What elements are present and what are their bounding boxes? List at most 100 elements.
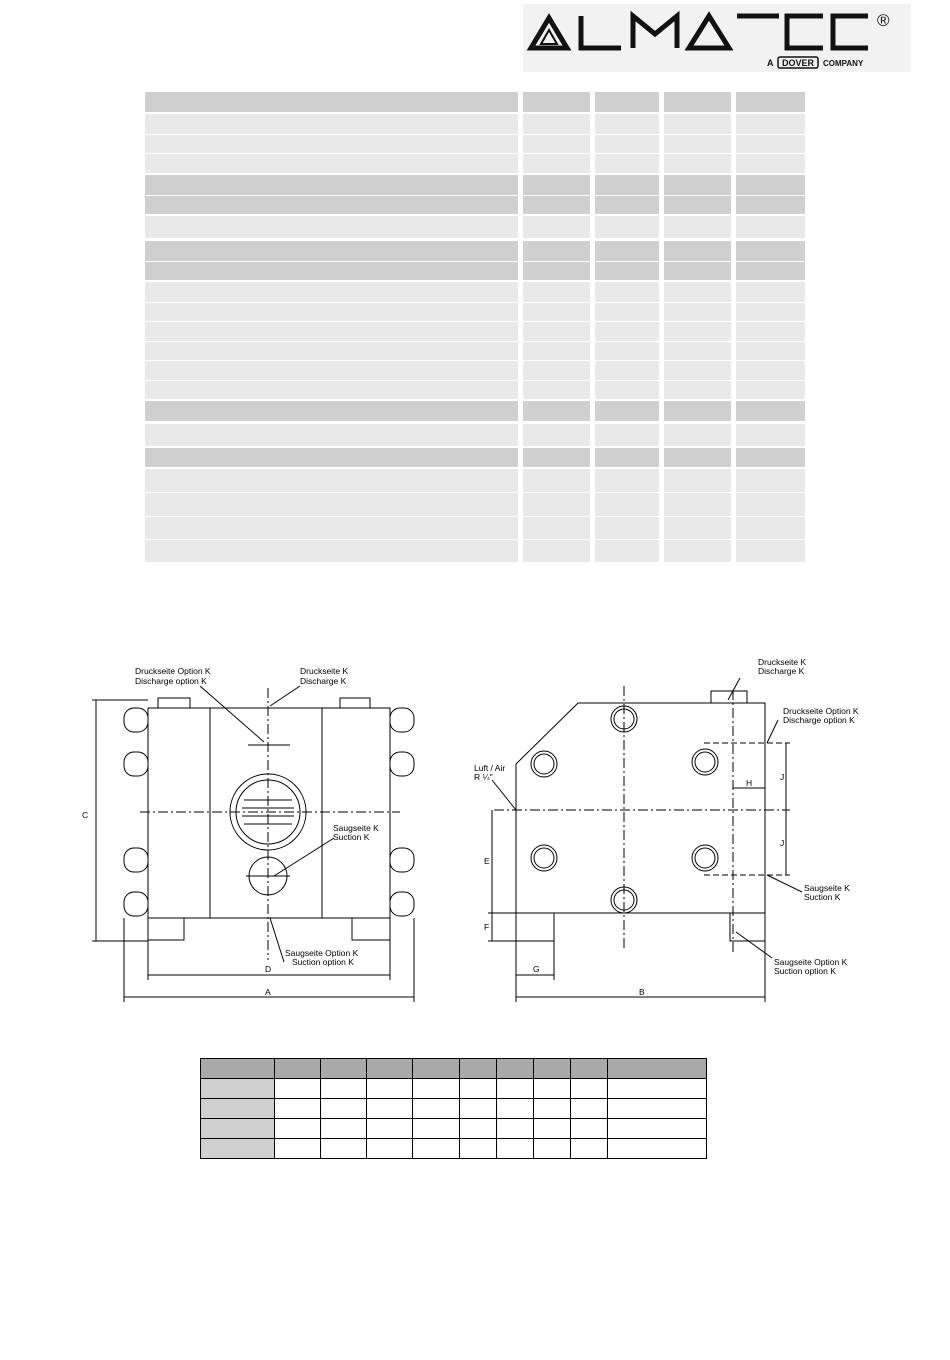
dimension-cell bbox=[607, 1118, 707, 1139]
spec-subline bbox=[145, 302, 518, 303]
side-discharge-option-de: Druckseite Option K bbox=[783, 706, 859, 716]
dimension-cell bbox=[533, 1098, 571, 1119]
dimension-cell bbox=[570, 1138, 608, 1159]
specification-table bbox=[145, 92, 805, 562]
spec-cell bbox=[145, 448, 518, 467]
spec-subline bbox=[595, 539, 659, 540]
spec-subline bbox=[145, 321, 518, 322]
spec-subline bbox=[145, 195, 518, 196]
dimension-cell bbox=[274, 1118, 321, 1139]
front-suction-option-de: Saugseite Option K bbox=[285, 948, 359, 958]
spec-cell bbox=[523, 241, 590, 280]
spec-cell bbox=[664, 241, 731, 280]
dimension-cell bbox=[607, 1078, 707, 1099]
dimension-cell bbox=[320, 1138, 367, 1159]
spec-subline bbox=[523, 516, 590, 517]
spec-subline bbox=[736, 492, 805, 493]
spec-cell bbox=[523, 469, 590, 562]
spec-cell bbox=[736, 216, 805, 238]
spec-cell bbox=[736, 241, 805, 280]
dimension-cell bbox=[412, 1098, 460, 1119]
spec-subline bbox=[664, 341, 731, 342]
dimension-cell bbox=[533, 1118, 571, 1139]
spec-subline bbox=[664, 380, 731, 381]
spec-cell bbox=[145, 469, 518, 562]
dimension-cell bbox=[459, 1118, 497, 1139]
spec-subline bbox=[523, 380, 590, 381]
spec-row bbox=[145, 241, 805, 280]
spec-cell bbox=[523, 448, 590, 467]
dimension-cell bbox=[320, 1058, 367, 1079]
dimension-cell bbox=[607, 1098, 707, 1119]
dimension-cell bbox=[412, 1078, 460, 1099]
dimension-cell bbox=[496, 1138, 534, 1159]
spec-subline bbox=[736, 360, 805, 361]
front-dim-a: A bbox=[265, 987, 271, 997]
side-dim-g: G bbox=[533, 964, 540, 974]
spec-cell bbox=[145, 216, 518, 238]
side-body bbox=[515, 702, 766, 914]
spec-subline bbox=[523, 341, 590, 342]
side-suction-option-de: Saugseite Option K bbox=[774, 957, 848, 967]
dimension-cell bbox=[320, 1098, 367, 1119]
side-dim-e: E bbox=[484, 856, 490, 866]
spec-subline bbox=[523, 195, 590, 196]
spec-cell bbox=[664, 448, 731, 467]
spec-cell bbox=[595, 282, 659, 399]
dimension-cell bbox=[459, 1098, 497, 1119]
spec-subline bbox=[523, 302, 590, 303]
dimension-row bbox=[200, 1138, 707, 1159]
spec-cell bbox=[145, 401, 518, 421]
spec-subline bbox=[736, 516, 805, 517]
spec-cell bbox=[595, 469, 659, 562]
almatec-logo: ® A DOVER COMPANY bbox=[523, 4, 911, 72]
spec-subline bbox=[664, 539, 731, 540]
dimension-cell bbox=[496, 1098, 534, 1119]
dimension-cell bbox=[459, 1058, 497, 1079]
side-top-port bbox=[710, 690, 748, 704]
dimension-cell bbox=[200, 1138, 275, 1159]
registered-mark: ® bbox=[877, 11, 890, 30]
spec-subline bbox=[664, 321, 731, 322]
front-foot-right bbox=[351, 917, 391, 941]
spec-subline bbox=[523, 153, 590, 154]
dimension-cell bbox=[533, 1078, 571, 1099]
spec-subline bbox=[595, 321, 659, 322]
spec-cell bbox=[664, 424, 731, 446]
side-suction-option-en: Suction option K bbox=[774, 966, 836, 976]
dimension-cell bbox=[570, 1058, 608, 1079]
tagline-brand: DOVER bbox=[782, 58, 815, 68]
spec-subline bbox=[595, 516, 659, 517]
spec-cell bbox=[523, 92, 590, 112]
spec-row bbox=[145, 424, 805, 446]
spec-subline bbox=[664, 360, 731, 361]
side-foot-right bbox=[729, 912, 766, 942]
spec-subline bbox=[145, 380, 518, 381]
side-discharge-de: Druckseite K bbox=[758, 657, 807, 667]
spec-subline bbox=[736, 380, 805, 381]
spec-subline bbox=[595, 195, 659, 196]
spec-subline bbox=[664, 302, 731, 303]
spec-cell bbox=[145, 114, 518, 173]
dimension-cell bbox=[412, 1118, 460, 1139]
spec-subline bbox=[736, 261, 805, 262]
side-discharge-en: Discharge K bbox=[758, 666, 805, 676]
front-foot-left bbox=[147, 917, 185, 941]
spec-subline bbox=[145, 516, 518, 517]
spec-cell bbox=[664, 401, 731, 421]
spec-cell bbox=[595, 92, 659, 112]
spec-subline bbox=[736, 341, 805, 342]
front-discharge-en: Discharge K bbox=[300, 676, 347, 686]
dimension-cell bbox=[570, 1118, 608, 1139]
spec-cell bbox=[595, 448, 659, 467]
spec-subline bbox=[736, 195, 805, 196]
spec-subline bbox=[145, 360, 518, 361]
dimension-cell bbox=[200, 1118, 275, 1139]
front-dim-d: D bbox=[265, 964, 271, 974]
dimension-cell bbox=[274, 1058, 321, 1079]
spec-cell bbox=[145, 241, 518, 280]
spec-cell bbox=[595, 114, 659, 173]
dimension-row bbox=[200, 1078, 707, 1099]
front-tie-rod-nuts bbox=[123, 707, 415, 917]
spec-subline bbox=[523, 134, 590, 135]
